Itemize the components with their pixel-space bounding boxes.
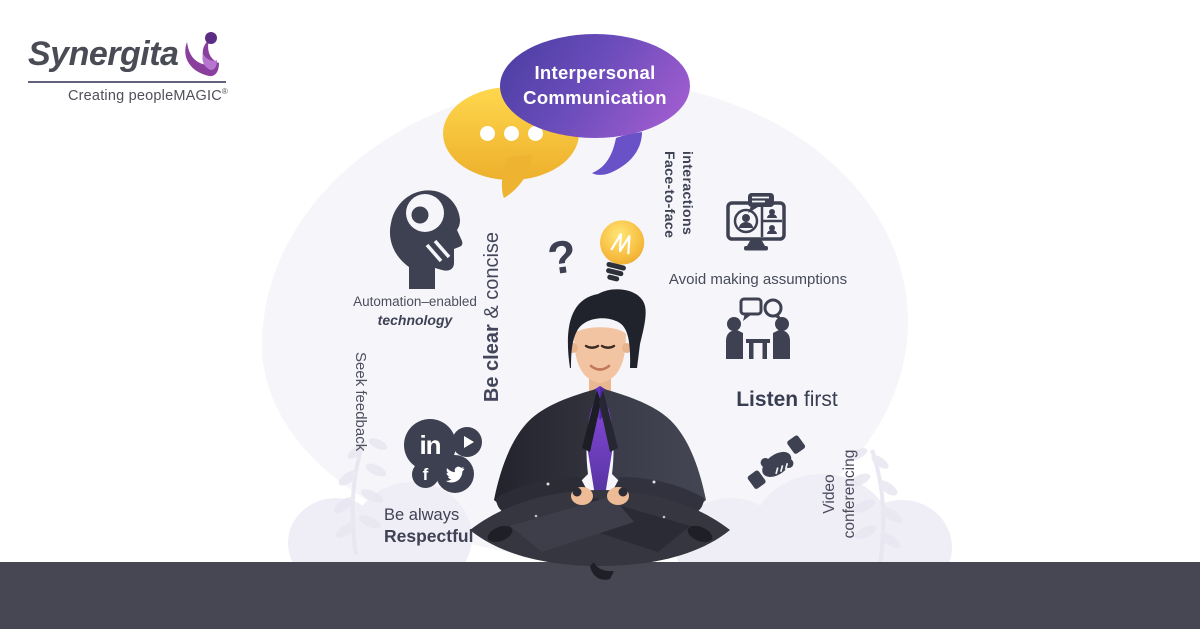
title-text: Interpersonal Communication bbox=[523, 62, 667, 108]
play-glyph bbox=[463, 436, 474, 448]
label-avoid-assumptions: Avoid making assumptions bbox=[668, 271, 848, 288]
label-be-respectful: Be always Respectful bbox=[384, 506, 474, 546]
bubble-dot bbox=[527, 126, 543, 141]
logo-divider bbox=[28, 81, 226, 83]
label-video-conferencing: Video conferencing bbox=[821, 449, 859, 539]
brand-name: Synergita bbox=[28, 34, 179, 73]
label-automation-technology: Automation–enabled technology bbox=[353, 294, 477, 329]
twitter-icon[interactable] bbox=[436, 455, 474, 493]
lightbulb-icon bbox=[600, 220, 645, 282]
label-face-to-face: Face-to-face interactions bbox=[662, 151, 696, 239]
handshake-icon bbox=[747, 435, 806, 489]
trademark-symbol: ® bbox=[221, 87, 228, 96]
people-talking-icon bbox=[726, 297, 790, 359]
title-bubble: Interpersonal Communication bbox=[500, 34, 690, 138]
facebook-icon[interactable]: f bbox=[412, 461, 439, 488]
label-seek-feedback: Seek feedback bbox=[352, 352, 369, 452]
label-listen-first: Listen first bbox=[736, 388, 838, 411]
youtube-icon[interactable] bbox=[452, 427, 482, 457]
purple-bubble-tail bbox=[592, 132, 642, 175]
twitter-bird-glyph bbox=[445, 466, 465, 483]
fern-leaf-decoration bbox=[333, 438, 388, 555]
brand-tagline: Creating peopleMAGIC® bbox=[67, 87, 228, 104]
brand-swirl-icon bbox=[185, 32, 220, 77]
yellow-bubble-tail bbox=[501, 155, 532, 198]
video-call-monitor-icon bbox=[726, 193, 786, 251]
bubble-dot bbox=[479, 126, 495, 141]
bubble-dot bbox=[503, 126, 519, 141]
meditating-man-illustration bbox=[470, 289, 730, 580]
fern-leaf-decoration bbox=[848, 448, 903, 565]
brand-logo: Synergita Creating peopleMAGIC® bbox=[28, 30, 228, 104]
automation-head-icon bbox=[389, 190, 463, 289]
